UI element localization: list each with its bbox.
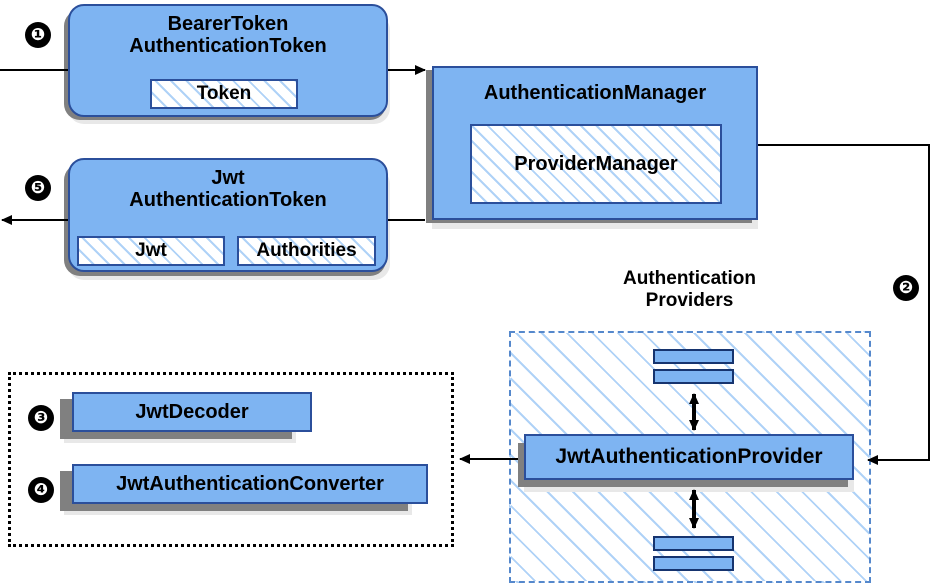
bearer-token-title-line-1: BearerToken	[167, 13, 289, 35]
authentication-providers-caption: Authentication Providers	[597, 268, 782, 312]
jwt-provider-title: JwtAuthenticationProvider	[555, 445, 823, 469]
jwt-support-region	[8, 372, 454, 547]
marker-4: ❹	[28, 477, 54, 503]
jwt-converter-title: JwtAuthenticationConverter	[116, 472, 384, 495]
inner-box-authorities: Authorities	[237, 236, 376, 266]
provider-stack-bar-bottom-1	[653, 536, 734, 551]
jwt-token-title-line-1: Jwt	[211, 167, 245, 189]
marker-5: ❺	[25, 175, 51, 201]
bearer-token-title: BearerToken AuthenticationToken	[129, 13, 326, 58]
marker-2: ❷	[893, 275, 919, 301]
inner-box-token-label: Token	[196, 83, 252, 104]
caption-line-1: Authentication	[623, 268, 756, 289]
node-jwt-authentication-converter[interactable]: JwtAuthenticationConverter	[72, 464, 428, 504]
inner-box-authorities-label: Authorities	[256, 240, 357, 261]
jwt-decoder-title: JwtDecoder	[135, 400, 249, 423]
provider-stack-bar-bottom-2	[653, 556, 734, 571]
inner-box-token: Token	[150, 79, 298, 109]
jwt-token-title-line-2: AuthenticationToken	[129, 189, 327, 212]
inner-box-jwt-label: Jwt	[135, 240, 167, 261]
inner-box-provider-manager: ProviderManager	[470, 124, 722, 204]
marker-1: ❶	[25, 22, 51, 48]
provider-stack-bar-top-1	[653, 349, 734, 364]
node-jwt-decoder[interactable]: JwtDecoder	[72, 392, 312, 432]
bearer-token-title-line-2: AuthenticationToken	[129, 35, 327, 58]
node-jwt-authentication-provider[interactable]: JwtAuthenticationProvider	[524, 434, 854, 480]
inner-box-jwt: Jwt	[77, 236, 225, 266]
marker-3: ❸	[28, 405, 54, 431]
authentication-manager-title: AuthenticationManager	[483, 82, 707, 104]
inner-box-provider-manager-label: ProviderManager	[514, 152, 678, 175]
provider-stack-bar-top-2	[653, 369, 734, 384]
caption-line-2: Providers	[645, 289, 734, 311]
jwt-token-title: Jwt AuthenticationToken	[129, 167, 326, 212]
